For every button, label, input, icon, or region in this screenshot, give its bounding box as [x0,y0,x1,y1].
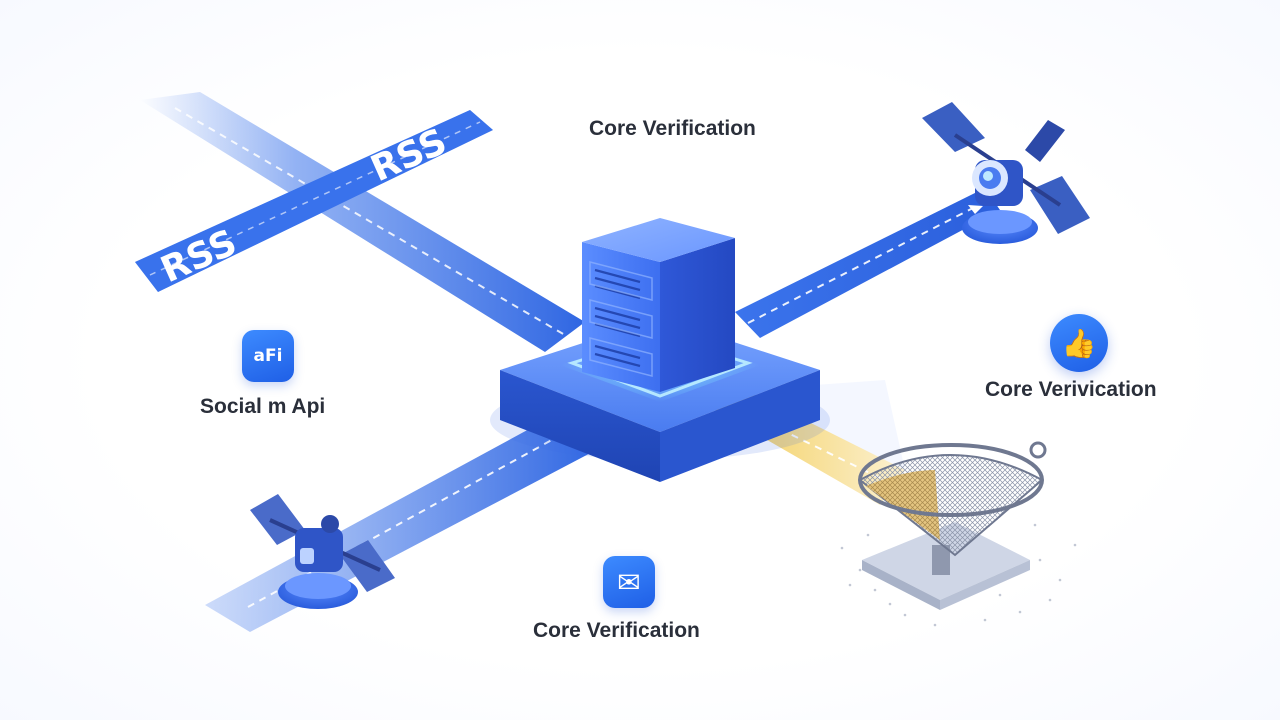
sieve-filter-icon [840,441,1077,627]
api-icon: aFi [242,330,294,382]
track-upper-left [140,92,585,352]
label-core-verification-top: Core Verification [589,117,756,140]
envelope-icon: ✉ [603,556,655,608]
rss-banner-text-right: RSS [365,121,453,190]
satellite-icon-lower-left [250,494,395,609]
server-rack-icon [582,218,735,392]
track-upper-right [735,188,1000,338]
label-core-verification-bottom: Core Verification [533,619,700,642]
thumbs-up-icon: 👍 [1050,314,1108,372]
arrow-into-satellite [968,205,983,214]
label-social-api: Social m Api [200,395,326,418]
rss-banner-text-left: RSS [155,222,243,291]
satellite-icon-upper-right [922,102,1090,244]
label-core-verification-right: Core Verivication [985,378,1157,401]
